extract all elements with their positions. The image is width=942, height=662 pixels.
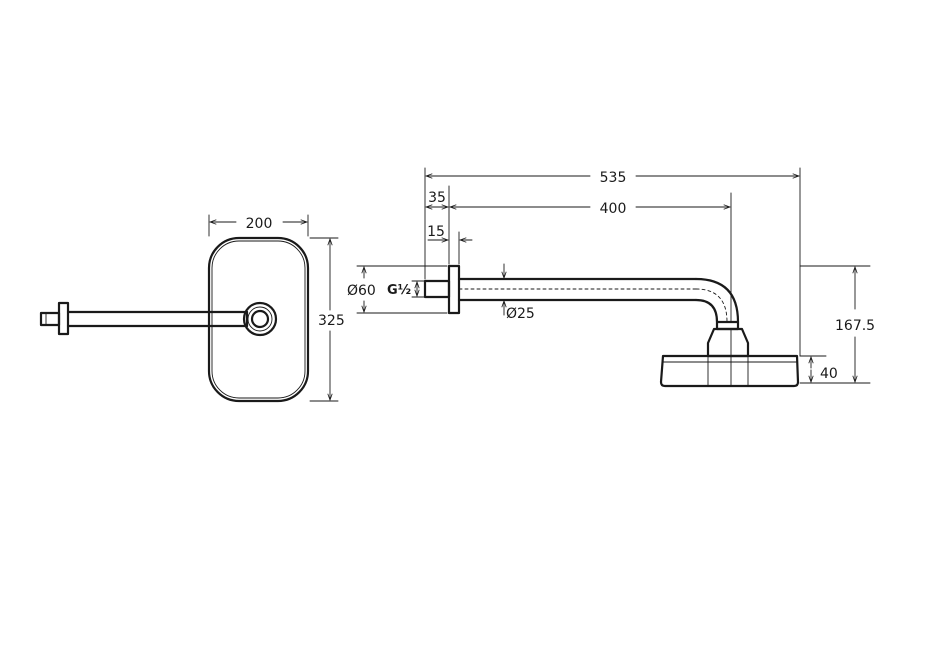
wall-plate-outline [207, 236, 310, 403]
dim-total-length: 535 [424, 167, 801, 357]
dim-thread-size: G½ [387, 280, 425, 298]
plate-height-label: 325 [318, 313, 345, 329]
head-connector [706, 320, 750, 358]
head-height-label: 40 [820, 366, 838, 382]
dim-arm-length: 400 [449, 201, 731, 217]
front-view: 200 325 [39, 214, 345, 403]
shower-head [659, 354, 800, 388]
side-view: 535 35 400 15 Ø60 [347, 167, 875, 388]
dim-flange-diameter: Ø60 [347, 265, 448, 314]
thread-nipple [423, 279, 451, 299]
dim-plate-height: 325 [309, 237, 345, 402]
dim-thread-length: 15 [427, 224, 473, 265]
dim-pipe-diameter: Ø25 [504, 263, 535, 322]
total-length-label: 535 [600, 170, 627, 186]
dim-head-height: 40 [799, 355, 838, 383]
wall-flange [447, 264, 461, 315]
plate-width-label: 200 [246, 216, 273, 232]
overall-drop-label: 167.5 [835, 318, 875, 334]
dim-overall-drop: 167.5 [799, 265, 875, 384]
flange-diameter-label: Ø60 [347, 283, 376, 299]
pipe-diameter-label: Ø25 [506, 306, 535, 322]
thread-size-label: G½ [387, 283, 411, 298]
arm-length-label: 400 [600, 201, 627, 217]
dim-plate-width: 200 [208, 214, 309, 237]
thread-length-label: 15 [427, 224, 445, 240]
wall-plate-inner-outline [211, 240, 306, 399]
front-arm [39, 301, 249, 336]
dim-flange-offset: 35 [425, 185, 450, 265]
flange-offset-label: 35 [428, 190, 446, 206]
shower-arm [457, 277, 740, 324]
front-rosette [242, 301, 278, 337]
